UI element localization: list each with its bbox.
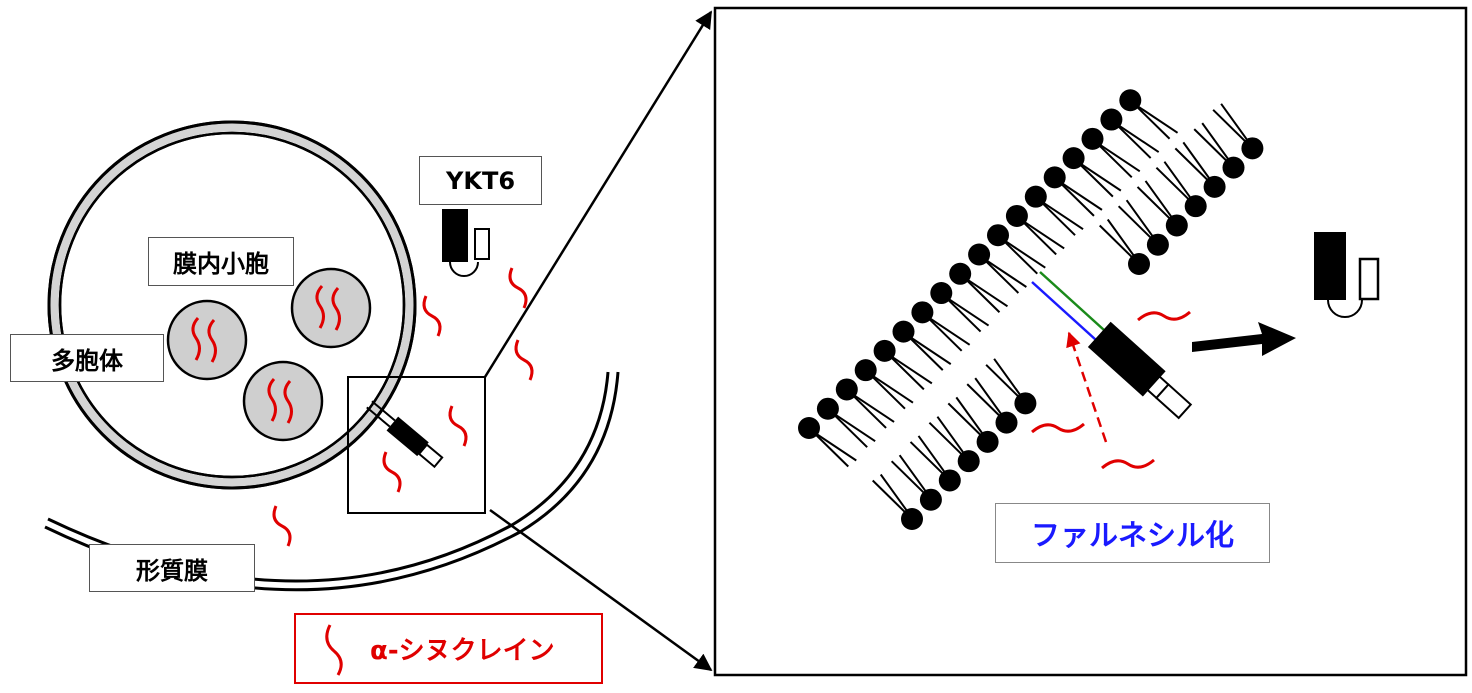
- lipid: [1117, 199, 1169, 256]
- lipid: [911, 301, 971, 352]
- lipid: [1119, 89, 1179, 140]
- lipid: [930, 282, 990, 333]
- lipid: [966, 377, 1018, 434]
- label-intraluminal-vesicles: 膜内小胞: [148, 237, 294, 286]
- intraluminal-vesicle: [166, 299, 248, 381]
- label-farnesylation: ファルネシル化: [995, 503, 1270, 563]
- lipid: [1155, 161, 1207, 218]
- lipid: [1099, 218, 1150, 275]
- lipid: [798, 417, 857, 468]
- lipid: [1005, 204, 1065, 256]
- label-plasma-membrane: 形質膜: [89, 544, 255, 592]
- lipid: [892, 320, 952, 371]
- intraluminal-vesicle: [242, 360, 324, 442]
- lipid: [872, 473, 923, 530]
- lipid: [873, 339, 933, 391]
- label-multivesicular-body: 多胞体: [10, 334, 164, 382]
- lipid: [949, 262, 1009, 313]
- alpha-synuclein-zoom: [1031, 310, 1191, 470]
- lipid: [1212, 103, 1264, 160]
- legend-label-alpha-synuclein: α-シヌクレイン: [370, 636, 555, 666]
- lipid: [854, 359, 914, 410]
- intraluminal-vesicle: [290, 267, 372, 349]
- lipid: [1193, 122, 1245, 179]
- release-arrow: [1192, 322, 1296, 356]
- lipid: [947, 396, 999, 453]
- lipid: [1043, 166, 1103, 217]
- synuclein-effect-arrow: [1066, 331, 1108, 443]
- multivesicular-body: [47, 120, 417, 490]
- lipid: [1100, 108, 1160, 159]
- label-ykt6: YKT6: [419, 156, 542, 205]
- zoom-connector-top: [483, 10, 713, 378]
- lipid: [890, 454, 942, 511]
- ykt6-protein: [442, 209, 490, 277]
- lipid: [816, 397, 876, 448]
- lipid: [1174, 141, 1226, 198]
- zoom-panel: [713, 6, 1468, 677]
- lipid: [1024, 185, 1084, 236]
- lipid: [1136, 180, 1188, 237]
- ykt6-zoom-anchored: [1087, 321, 1193, 420]
- lipid: [968, 243, 1027, 294]
- legend: α-シヌクレイン: [294, 613, 603, 684]
- lipid: [985, 358, 1037, 415]
- lipid-bilayer: [798, 89, 1264, 530]
- zoom-region: [347, 376, 486, 514]
- ykt6-anchored: [366, 400, 444, 469]
- ykt6-zoom-released: [1314, 232, 1380, 318]
- lipid: [987, 224, 1046, 275]
- lipid: [835, 378, 895, 429]
- alpha-synuclein-legend-icon: [325, 623, 343, 676]
- alpha-synuclein-squiggles: [272, 267, 534, 547]
- lipid: [1081, 127, 1141, 179]
- lipid: [1062, 147, 1122, 198]
- lipid: [909, 435, 961, 492]
- zoom-connector-bottom: [489, 508, 713, 672]
- lipid: [928, 416, 980, 473]
- farnesyl-anchor: [1031, 271, 1105, 341]
